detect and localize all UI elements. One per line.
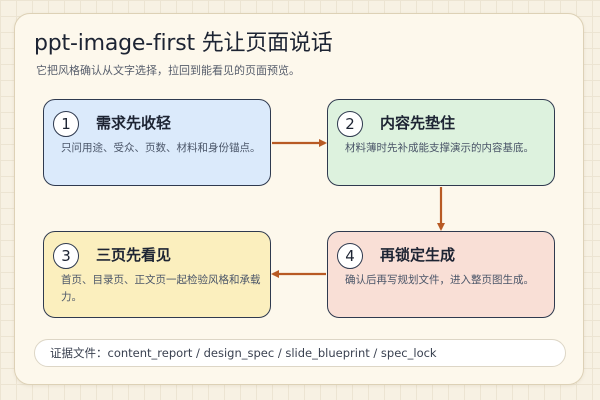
- step-card-3: 3 三页先看见 首页、目录页、正文页一起检验风格和承载力。: [43, 231, 271, 318]
- step-card-1: 1 需求先收轻 只问用途、受众、页数、材料和身份锚点。: [43, 99, 271, 186]
- step-title: 内容先垫住: [380, 114, 456, 132]
- step-description: 材料薄时先补成能支撑演示的内容基底。: [345, 142, 534, 154]
- page-title: ppt-image-first 先让页面说话: [34, 31, 333, 56]
- step-number-badge: 2: [337, 111, 363, 137]
- step-card-4: 4 再锁定生成 确认后再写规划文件，进入整页图生成。: [327, 231, 555, 318]
- step-title: 需求先收轻: [96, 114, 172, 132]
- page-subtitle: 它把风格确认从文字选择，拉回到能看见的页面预览。: [36, 64, 300, 77]
- step-description: 首页、目录页、正文页一起检验风格和承载力。: [61, 274, 261, 303]
- step-description: 只问用途、受众、页数、材料和身份锚点。: [61, 142, 261, 154]
- step-number-badge: 4: [337, 243, 363, 269]
- step-card-2: 2 内容先垫住 材料薄时先补成能支撑演示的内容基底。: [327, 99, 555, 186]
- step-description: 确认后再写规划文件，进入整页图生成。: [345, 274, 534, 286]
- step-number-badge: 1: [53, 111, 79, 137]
- evidence-files-bar: 证据文件：content_report / design_spec / slid…: [34, 339, 566, 367]
- step-number-badge: 3: [53, 243, 79, 269]
- step-title: 再锁定生成: [380, 246, 456, 264]
- main-card: [14, 13, 584, 385]
- step-title: 三页先看见: [96, 246, 172, 264]
